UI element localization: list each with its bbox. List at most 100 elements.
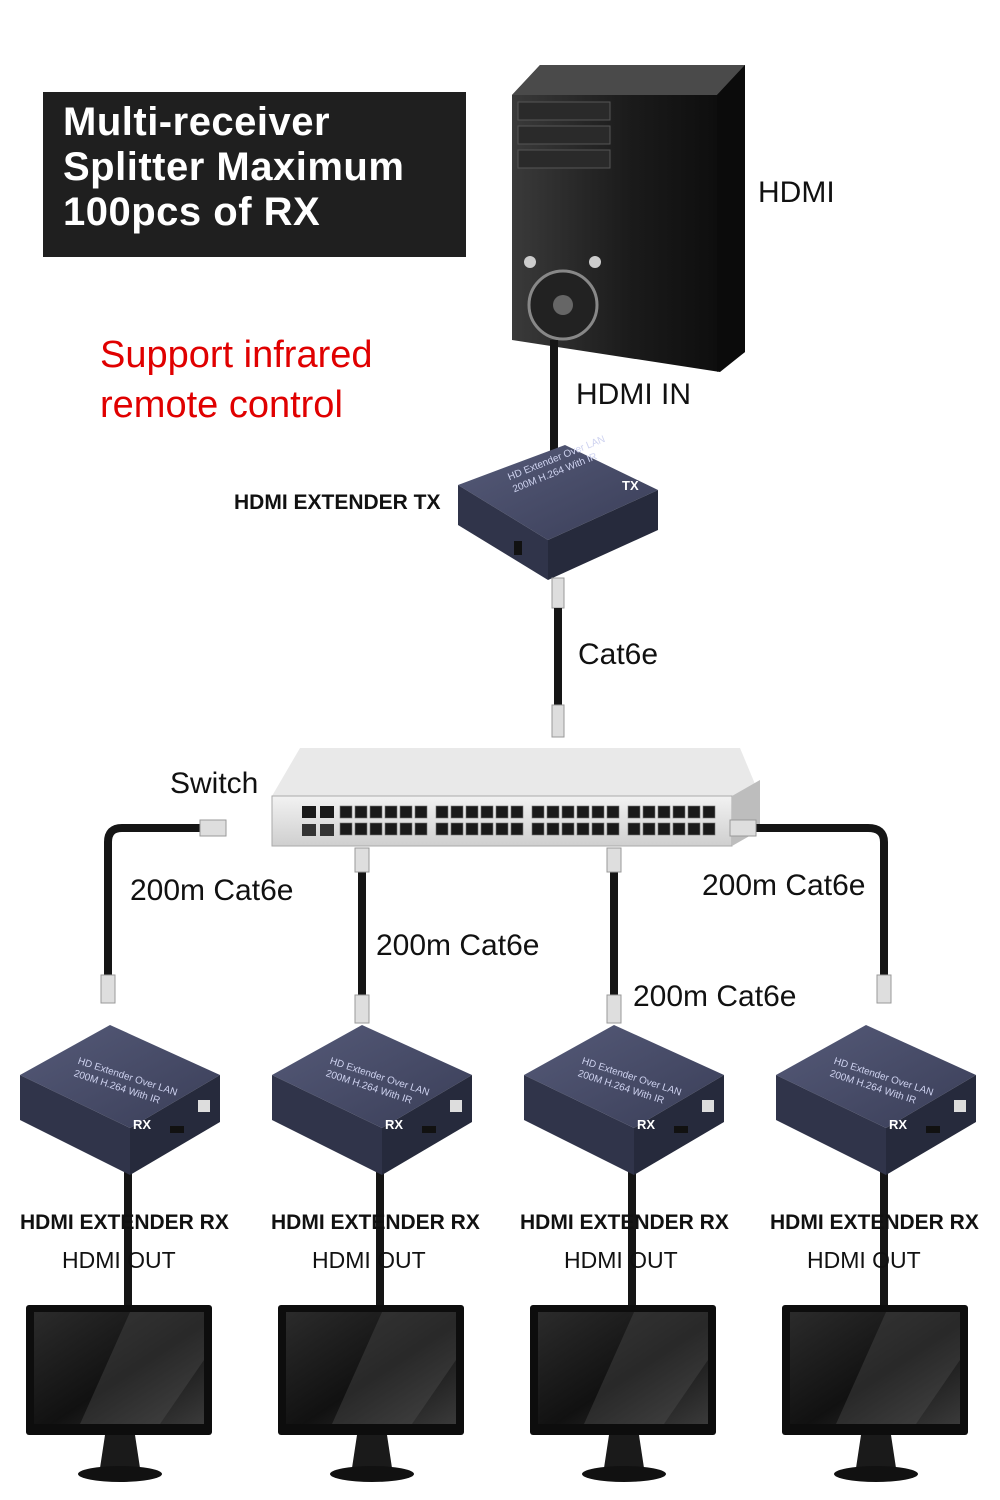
rx-unit-1 [20,1025,220,1482]
title-box: Multi-receiver Splitter Maximum 100pcs o… [43,92,466,257]
monitor-screen [34,1312,204,1424]
switch-art [271,748,760,847]
switch-port [399,822,413,836]
monitor-glare [836,1312,960,1424]
rx-box-front [776,1075,886,1175]
switch-port [465,805,479,819]
source-label: HDMI [758,176,835,209]
rx-lan-port [450,1100,462,1112]
switch-port [414,822,428,836]
rx-unit-2 [272,1025,472,1482]
switch-port [450,805,464,819]
rx-box-side [634,1075,724,1175]
switch-port [702,805,716,819]
monitor-base [582,1466,666,1482]
rx-box-front [272,1075,382,1175]
rx-box-top [272,1025,472,1128]
rx-box-side [382,1075,472,1175]
monitor-stand [856,1435,896,1468]
switch-port [531,805,545,819]
title-line-3: 100pcs of RX [63,190,321,234]
monitor-stand [604,1435,644,1468]
monitor-base [834,1466,918,1482]
switch-port [480,822,494,836]
switch-port [384,805,398,819]
rx2-device-label: HDMI EXTENDER RX [271,1211,480,1234]
monitor-screen [286,1312,456,1424]
hdmi-in-label: HDMI IN [576,378,691,411]
rx-lan-port [702,1100,714,1112]
switch-port [627,822,641,836]
rx-hdmi-port [170,1126,184,1133]
switch-port [702,822,716,836]
rx4-cable-label: 200m Cat6e [702,869,866,902]
monitor-base [78,1466,162,1482]
rx4-badge: RX [889,1117,908,1132]
switch-port [465,822,479,836]
switch-port [576,805,590,819]
rx-hdmi-port [926,1126,940,1133]
switch-port [687,805,701,819]
rx3-cable-label: 200m Cat6e [633,980,797,1013]
tx-device-label: HDMI EXTENDER TX [234,491,441,514]
switch-port [591,805,605,819]
switch-port [414,805,428,819]
switch-port [657,805,671,819]
switch-port [339,822,353,836]
switch-port [354,805,368,819]
uplink-label: Cat6e [578,638,659,671]
title-line-1: Multi-receiver [63,100,331,144]
switch-port [510,822,524,836]
monitor-screen [790,1312,960,1424]
switch-port [657,822,671,836]
rj45-plugs-art [100,819,892,1024]
switch-port [546,805,560,819]
monitor-glare [332,1312,456,1424]
switch-port [606,822,620,836]
switch-port [480,805,494,819]
rx-box-front [20,1075,130,1175]
switch-port [531,822,545,836]
switch-port [546,822,560,836]
rx-box-top [20,1025,220,1128]
rx1-device-label: HDMI EXTENDER RX [20,1211,229,1234]
rx-box-front [524,1075,634,1175]
rx-lan-port [954,1100,966,1112]
ir-note-line-1: Support infrared [100,334,373,376]
rx-unit-3 [524,1025,724,1482]
rx-hdmi-port [674,1126,688,1133]
switch-port [687,822,701,836]
uplink-port [302,806,316,818]
rx2-cable-label: 200m Cat6e [376,929,540,962]
monitor-glare [584,1312,708,1424]
rx4-output-label: HDMI OUT [807,1247,921,1273]
rx-cables-art [104,824,888,1004]
hdmi-out-cable [376,1170,384,1310]
rx3-output-label: HDMI OUT [564,1247,678,1273]
hdmi-in-cable [550,340,558,458]
switch-port [672,822,686,836]
switch-ports [302,805,716,836]
switch-port [642,805,656,819]
uplink-port [320,806,334,818]
rx2-badge: RX [385,1117,404,1132]
rx-unit-4 [776,1025,976,1482]
switch-port [435,805,449,819]
rx3-badge: RX [637,1117,656,1132]
switch-port [561,822,575,836]
rx3-device-label: HDMI EXTENDER RX [520,1211,729,1234]
title-line-2: Splitter Maximum [63,145,405,189]
tx-box-art [458,445,658,580]
switch-port [495,805,509,819]
uplink-cable-art [551,577,565,738]
rx1-cable-label: 200m Cat6e [130,874,294,907]
rx-lan-port [198,1100,210,1112]
switch-port [369,822,383,836]
switch-port [627,805,641,819]
switch-port [606,805,620,819]
switch-port [576,822,590,836]
ir-note: Support infrared remote control [100,330,373,430]
switch-port [591,822,605,836]
switch-port [384,822,398,836]
